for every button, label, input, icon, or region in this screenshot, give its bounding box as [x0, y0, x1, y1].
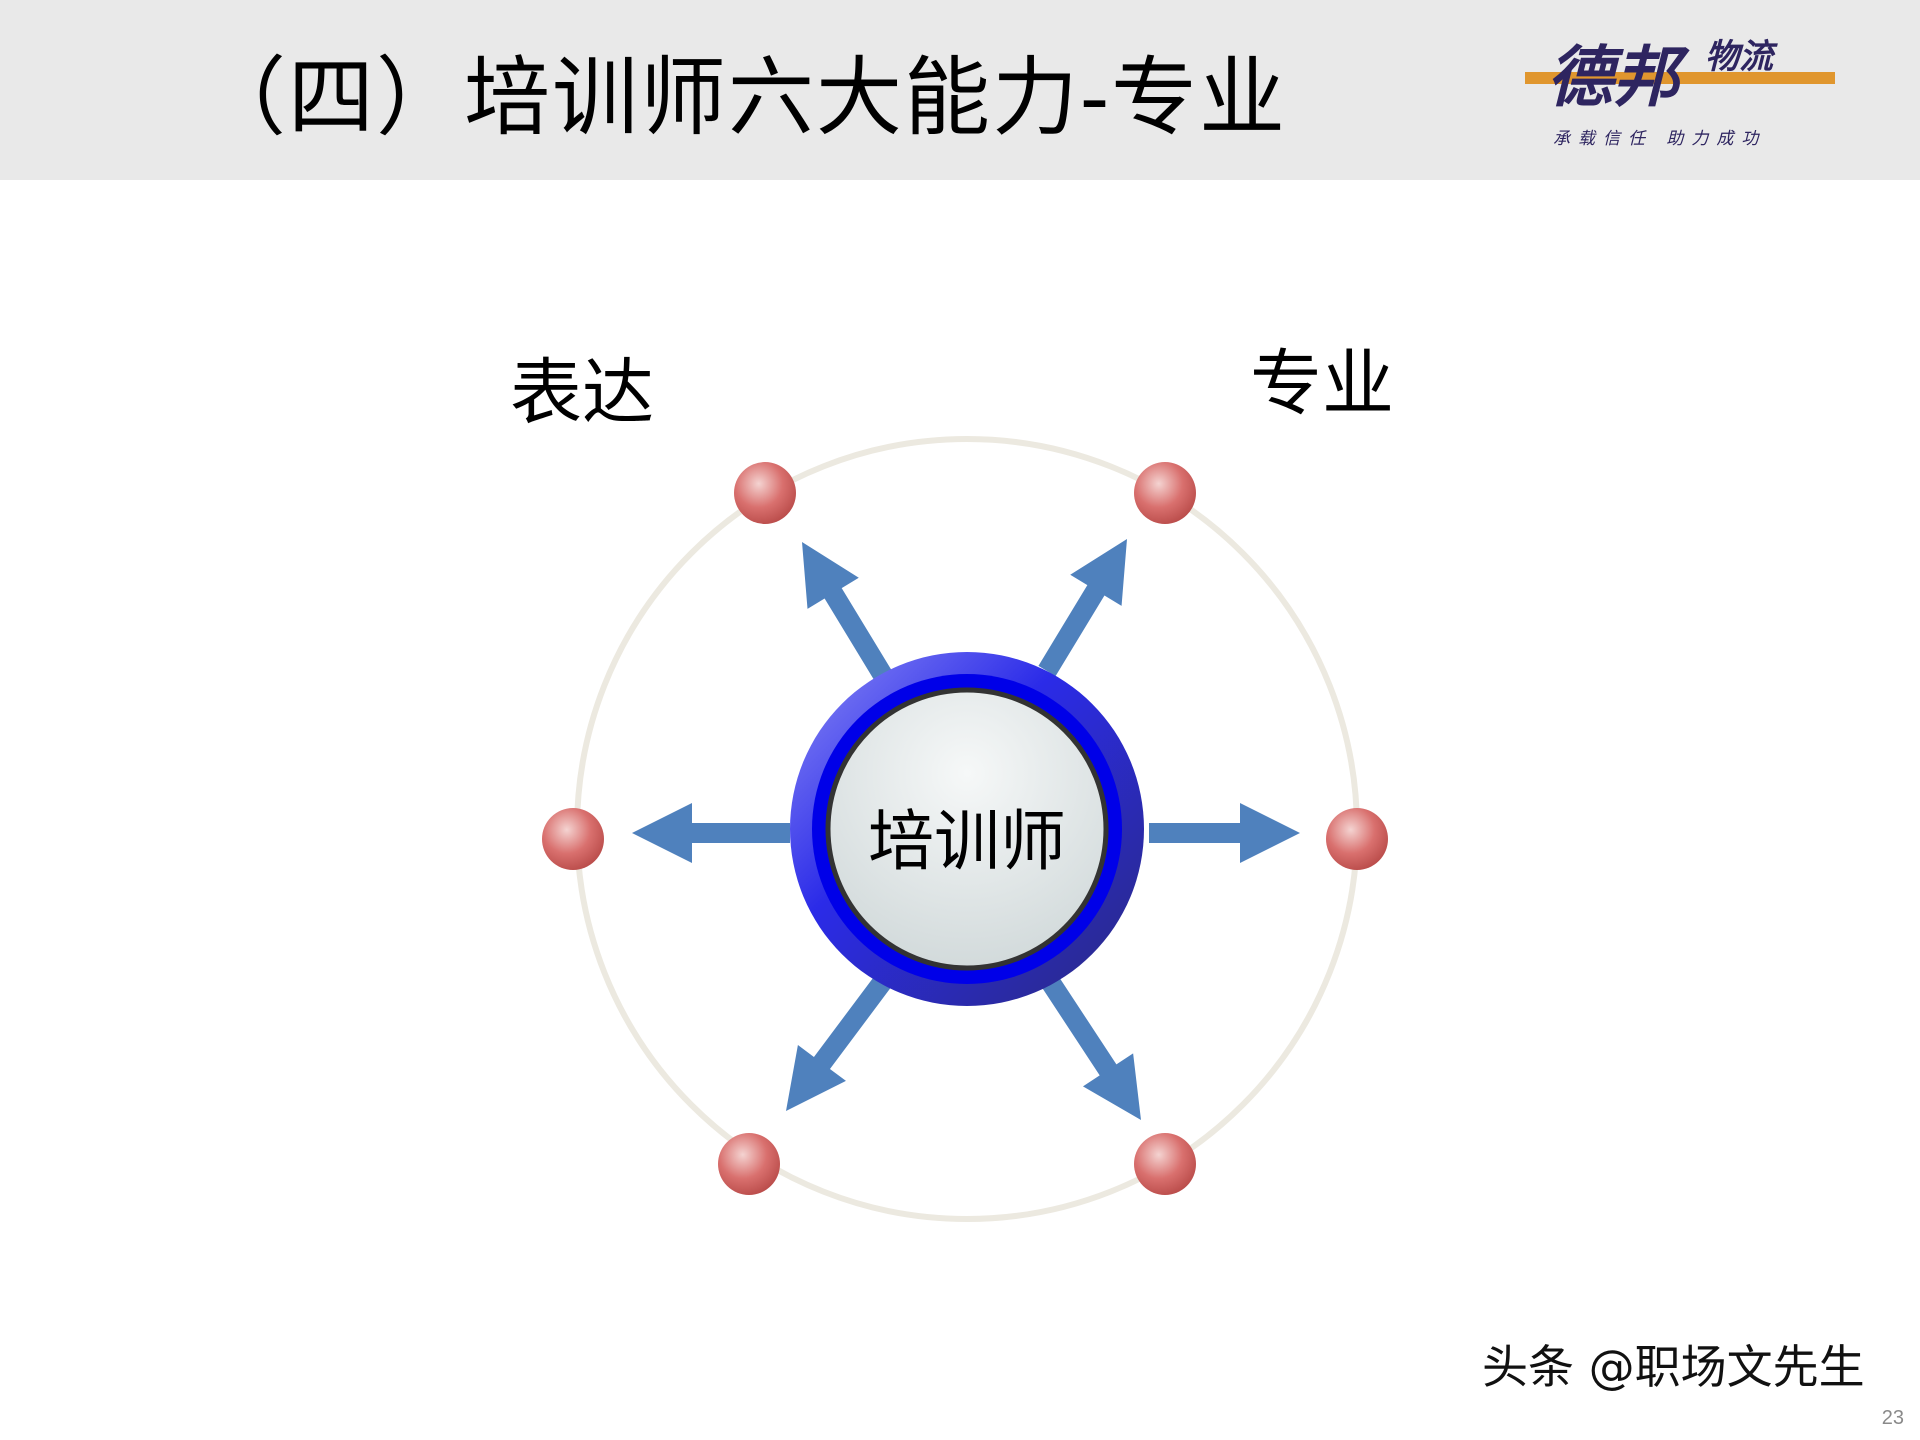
svg-text:承载信任 助力成功: 承载信任 助力成功 [1553, 129, 1766, 149]
center-button [825, 687, 1109, 971]
svg-text:物流: 物流 [1705, 37, 1778, 77]
label-professional: 专业 [1249, 341, 1395, 426]
arrow-right-icon [1149, 803, 1300, 863]
node-top-right [1134, 462, 1196, 524]
center-label: 培训师 [868, 803, 1066, 880]
arrow-bottom-left-icon [786, 974, 893, 1111]
arrow-top-left-icon [802, 542, 893, 683]
slide-header: （四）培训师六大能力-专业 德邦 物流 承载信任 助力成功 [0, 0, 1920, 180]
node-left [542, 808, 604, 870]
watermark: 头条 @职场文先生 [1482, 1340, 1865, 1394]
arrow-bottom-right-icon [1040, 974, 1141, 1120]
svg-text:德邦: 德邦 [1547, 39, 1690, 116]
slide-title: （四）培训师六大能力-专业 [200, 48, 1288, 148]
label-expression: 表达 [509, 350, 655, 435]
page-number: 23 [1881, 1407, 1904, 1429]
node-right [1326, 808, 1388, 870]
node-top-left [734, 462, 796, 524]
node-bottom-right [1134, 1133, 1196, 1195]
arrow-top-right-icon [1038, 539, 1127, 677]
deppon-logo: 德邦 物流 承载信任 助力成功 [1525, 37, 1835, 149]
arrow-left-icon [632, 803, 790, 863]
node-bottom-left [718, 1133, 780, 1195]
